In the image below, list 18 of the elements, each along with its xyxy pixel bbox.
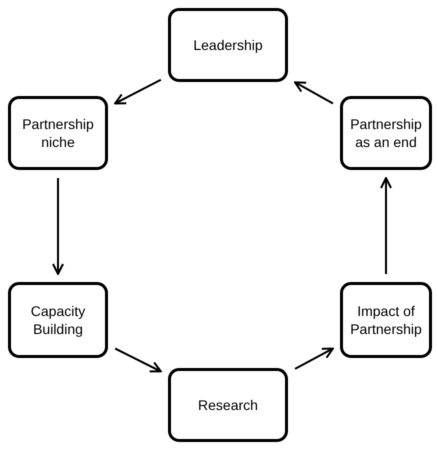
process-box bbox=[8, 96, 108, 170]
arrow bbox=[380, 177, 392, 274]
arrow bbox=[52, 178, 64, 275]
process-box bbox=[340, 96, 432, 170]
arrow bbox=[294, 81, 334, 104]
node-label: Research bbox=[198, 396, 258, 414]
node-label: Capacity Building bbox=[30, 302, 86, 338]
node-label: Partnership niche bbox=[21, 114, 95, 152]
process-box bbox=[168, 8, 288, 82]
arrow bbox=[294, 348, 334, 370]
process-box bbox=[340, 282, 432, 358]
node-label: Impact of Partnership bbox=[349, 302, 423, 338]
arrow bbox=[114, 348, 162, 372]
process-box bbox=[8, 282, 108, 358]
node-label: Partnership as an end bbox=[349, 114, 423, 152]
process-box bbox=[168, 368, 288, 442]
arrow bbox=[114, 78, 162, 104]
node-label: Leadership bbox=[193, 36, 263, 54]
